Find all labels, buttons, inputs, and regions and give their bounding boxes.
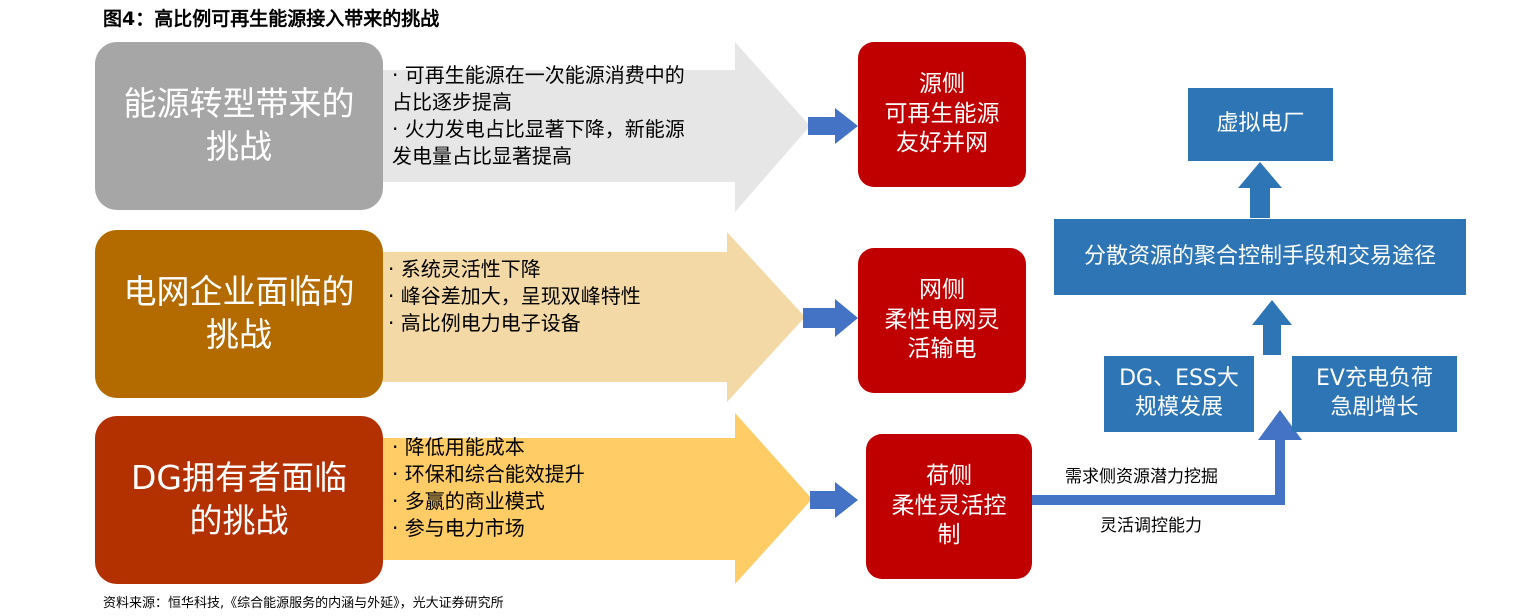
virtual-power-plant-box: 虚拟电厂 <box>1188 88 1333 161</box>
demand-side-label: 需求侧资源潜力挖掘 <box>1065 467 1218 487</box>
row1-arrow <box>320 42 810 212</box>
bullet-item: · 峰谷差加大，呈现双峰特性 <box>388 284 641 308</box>
bullet-item: · 高比例电力电子设备 <box>388 311 581 335</box>
bullet-item: · 参与电力市场 <box>392 516 525 540</box>
dg-ess-box: DG、ESS大 规模发展 <box>1104 356 1254 432</box>
bullet-item: · 环保和综合能效提升 <box>392 462 585 486</box>
challenge-box-dg-owner: DG拥有者面临 的挑战 <box>95 416 383 584</box>
bullet-list-row1: · 可再生能源在一次能源消费中的 占比逐步提高 · 火力发电占比显著下降，新能源… <box>392 62 685 170</box>
figure-title: 图4：高比例可再生能源接入带来的挑战 <box>103 8 440 30</box>
result-box-load-side: 荷侧 柔性灵活控 制 <box>866 434 1032 579</box>
bullet-item: · 火力发电占比显著下降，新能源 发电量占比显著提高 <box>392 117 685 168</box>
result-box-source-side: 源侧 可再生能源 友好并网 <box>858 42 1026 187</box>
bullet-item: · 可再生能源在一次能源消费中的 占比逐步提高 <box>392 63 685 114</box>
demand-connector-line <box>1030 435 1285 505</box>
challenge-box-energy-transition: 能源转型带来的 挑战 <box>95 42 383 210</box>
bullet-item: · 降低用能成本 <box>392 435 525 459</box>
row2-arrow <box>320 232 805 402</box>
result-box-grid-side: 网侧 柔性电网灵 活输电 <box>858 248 1026 393</box>
row3-connector-arrow <box>810 482 858 518</box>
bullet-list-row2: · 系统灵活性下降 · 峰谷差加大，呈现双峰特性 · 高比例电力电子设备 <box>388 256 641 337</box>
source-note: 资料来源：恒华科技,《综合能源服务的内涵与外延》，光大证券研究所 <box>103 596 504 611</box>
bullet-list-row3: · 降低用能成本 · 环保和综合能效提升 · 多赢的商业模式 · 参与电力市场 <box>392 434 585 542</box>
challenge-box-grid-company: 电网企业面临的 挑战 <box>95 230 383 398</box>
row2-connector-arrow <box>803 299 858 337</box>
bullet-item: · 多赢的商业模式 <box>392 489 545 513</box>
row1-connector-arrow <box>808 108 858 144</box>
bullet-item: · 系统灵活性下降 <box>388 257 541 281</box>
demand-connector-arrowhead <box>1258 410 1302 440</box>
ev-charging-box: EV充电负荷 急剧增长 <box>1292 356 1457 432</box>
up-arrow-to-virtual-plant <box>1238 162 1282 218</box>
row3-arrow <box>320 413 812 584</box>
aggregation-box: 分散资源的聚合控制手段和交易途径 <box>1054 219 1466 295</box>
flexible-control-label: 灵活调控能力 <box>1100 516 1202 536</box>
up-arrow-to-aggregation <box>1252 300 1292 355</box>
